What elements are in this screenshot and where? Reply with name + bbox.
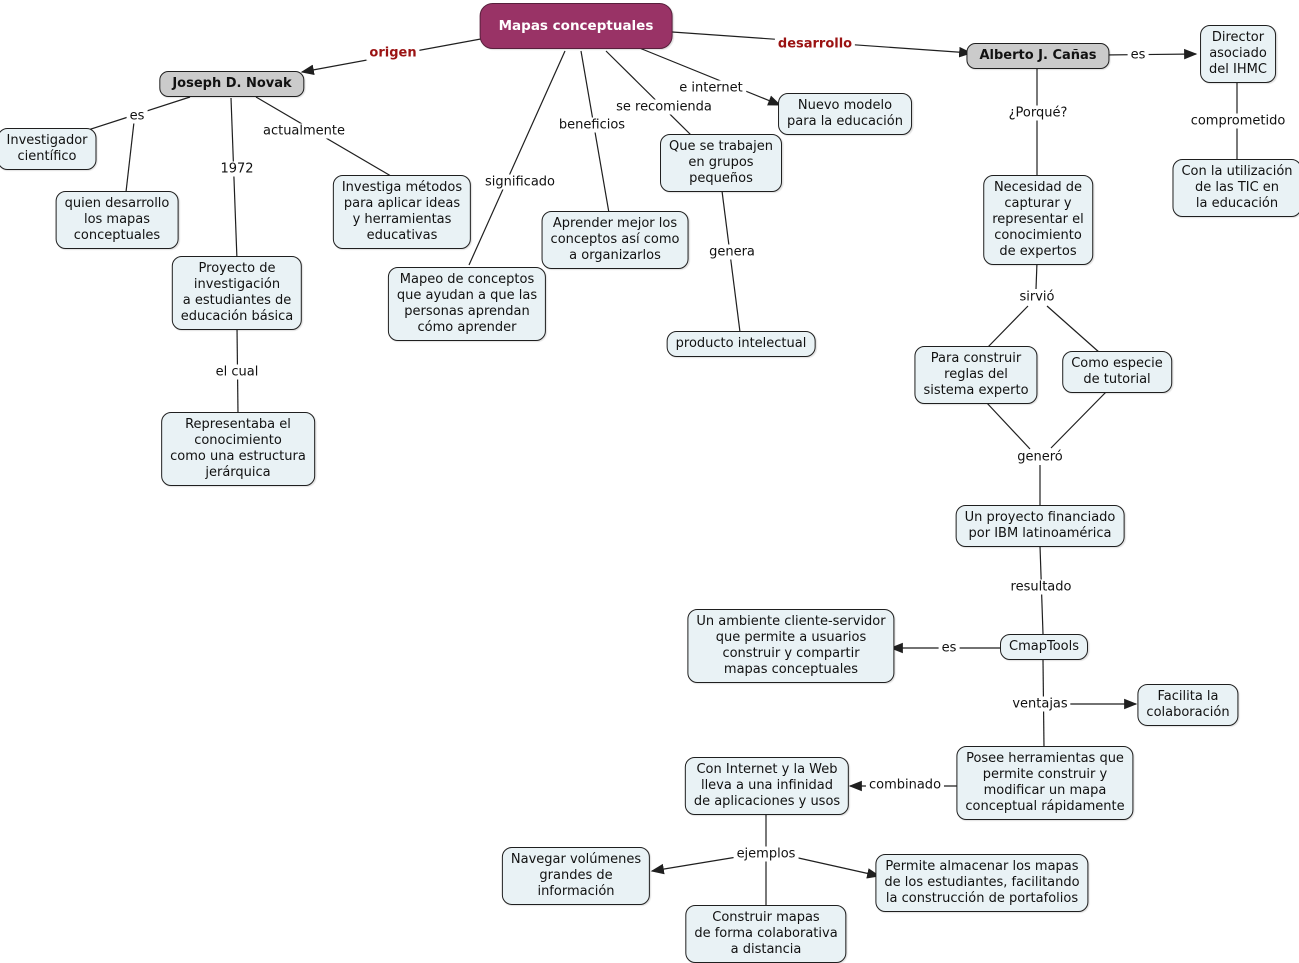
node-construir-mapas[interactable]: Construir mapas de forma colaborativa a … — [685, 905, 847, 963]
node-quien-desarrollo[interactable]: quien desarrollo los mapas conceptuales — [55, 191, 179, 249]
node-nuevo-modelo[interactable]: Nuevo modelo para la educación — [778, 93, 912, 135]
node-permite-almacenar[interactable]: Permite almacenar los mapas de los estud… — [875, 854, 1089, 912]
link-label-resultado[interactable]: resultado — [1007, 579, 1075, 595]
node-posee-herramientas[interactable]: Posee herramientas que permite construir… — [956, 746, 1134, 820]
node-navegar-volumenes[interactable]: Navegar volúmenes grandes de información — [501, 847, 651, 905]
node-director-ihmc[interactable]: Director asociado del IHMC — [1200, 25, 1276, 83]
link-label-desarrollo[interactable]: desarrollo — [774, 36, 856, 52]
edge-1972 — [230, 97, 238, 261]
node-mapas-conceptuales[interactable]: Mapas conceptuales — [479, 3, 673, 49]
node-facilita-colaboracion[interactable]: Facilita la colaboración — [1137, 684, 1239, 726]
link-label-comprometido[interactable]: comprometido — [1187, 113, 1289, 129]
edge-ejemplos-navegar — [650, 856, 738, 875]
link-label-genero[interactable]: generó — [1014, 449, 1066, 465]
node-mapeo-conceptos[interactable]: Mapeo de conceptos que ayudan a que las … — [387, 267, 547, 341]
edge-e-internet — [636, 46, 782, 106]
edge-significado — [468, 50, 566, 266]
node-como-tutorial[interactable]: Como especie de tutorial — [1062, 351, 1172, 393]
edge-se-recomienda — [605, 50, 693, 137]
link-label-1972[interactable]: 1972 — [217, 161, 257, 177]
edge-es-director — [1101, 48, 1198, 60]
node-joseph-novak[interactable]: Joseph D. Novak — [159, 71, 305, 97]
link-label-es-cmaptools[interactable]: es — [938, 640, 960, 656]
link-label-combinado[interactable]: combinado — [865, 777, 945, 793]
edge-sirvio-stem — [1035, 261, 1038, 290]
node-investiga-metodos[interactable]: Investiga métodos para aplicar ideas y h… — [332, 175, 472, 249]
node-aprender-mejor[interactable]: Aprender mejor los conceptos así como a … — [541, 211, 689, 269]
edge-sirvio-tutorial — [1046, 305, 1101, 354]
link-label-el-cual[interactable]: el cual — [212, 364, 262, 380]
link-label-beneficios[interactable]: beneficios — [555, 117, 629, 133]
node-producto-intelectual[interactable]: producto intelectual — [666, 331, 816, 357]
edge-es-quien — [125, 121, 135, 193]
node-grupos-pequenos[interactable]: Que se trabajen en grupos pequeños — [660, 134, 782, 192]
node-representaba-conocimiento[interactable]: Representaba el conocimiento como una es… — [161, 412, 315, 486]
node-alberto-canas[interactable]: Alberto J. Cañas — [966, 43, 1110, 69]
link-label-ventajas[interactable]: ventajas — [1009, 696, 1071, 712]
link-label-es-novak[interactable]: es — [126, 108, 148, 124]
node-cmaptools[interactable]: CmapTools — [1000, 634, 1088, 660]
link-label-origen[interactable]: origen — [366, 45, 420, 61]
node-ambiente-cliente-servidor[interactable]: Un ambiente cliente-servidor que permite… — [687, 609, 895, 683]
node-proyecto-investigacion[interactable]: Proyecto de investigación a estudiantes … — [171, 256, 303, 330]
edge-genero-left — [985, 401, 1031, 450]
link-label-genera[interactable]: genera — [706, 244, 758, 260]
link-label-ejemplos[interactable]: ejemplos — [733, 846, 799, 862]
node-necesidad-capturar[interactable]: Necesidad de capturar y representar el c… — [983, 175, 1093, 265]
node-utilizacion-tic[interactable]: Con la utilización de las TIC en la educ… — [1172, 159, 1299, 217]
edge-sirvio-reglas — [986, 305, 1029, 349]
node-investigador-cientifico[interactable]: Investigador científico — [0, 128, 97, 170]
link-label-se-recomienda[interactable]: se recomienda — [613, 99, 715, 115]
edge-ejemplos-permite — [793, 856, 881, 879]
edge-genero-right — [1050, 390, 1108, 449]
link-label-sirvio[interactable]: sirvió — [1016, 289, 1058, 305]
edge-genera — [721, 190, 741, 333]
node-reglas-sistema-experto[interactable]: Para construir reglas del sistema expert… — [914, 346, 1038, 404]
link-label-e-internet[interactable]: e internet — [676, 80, 746, 96]
node-internet-web[interactable]: Con Internet y la Web lleva a una infini… — [684, 757, 850, 815]
link-label-es-canas[interactable]: es — [1127, 47, 1149, 63]
link-label-significado[interactable]: significado — [482, 174, 558, 190]
link-label-actualmente[interactable]: actualmente — [259, 123, 349, 139]
node-proyecto-ibm[interactable]: Un proyecto financiado por IBM latinoamé… — [955, 505, 1125, 547]
link-label-porque[interactable]: ¿Porqué? — [1005, 105, 1071, 121]
